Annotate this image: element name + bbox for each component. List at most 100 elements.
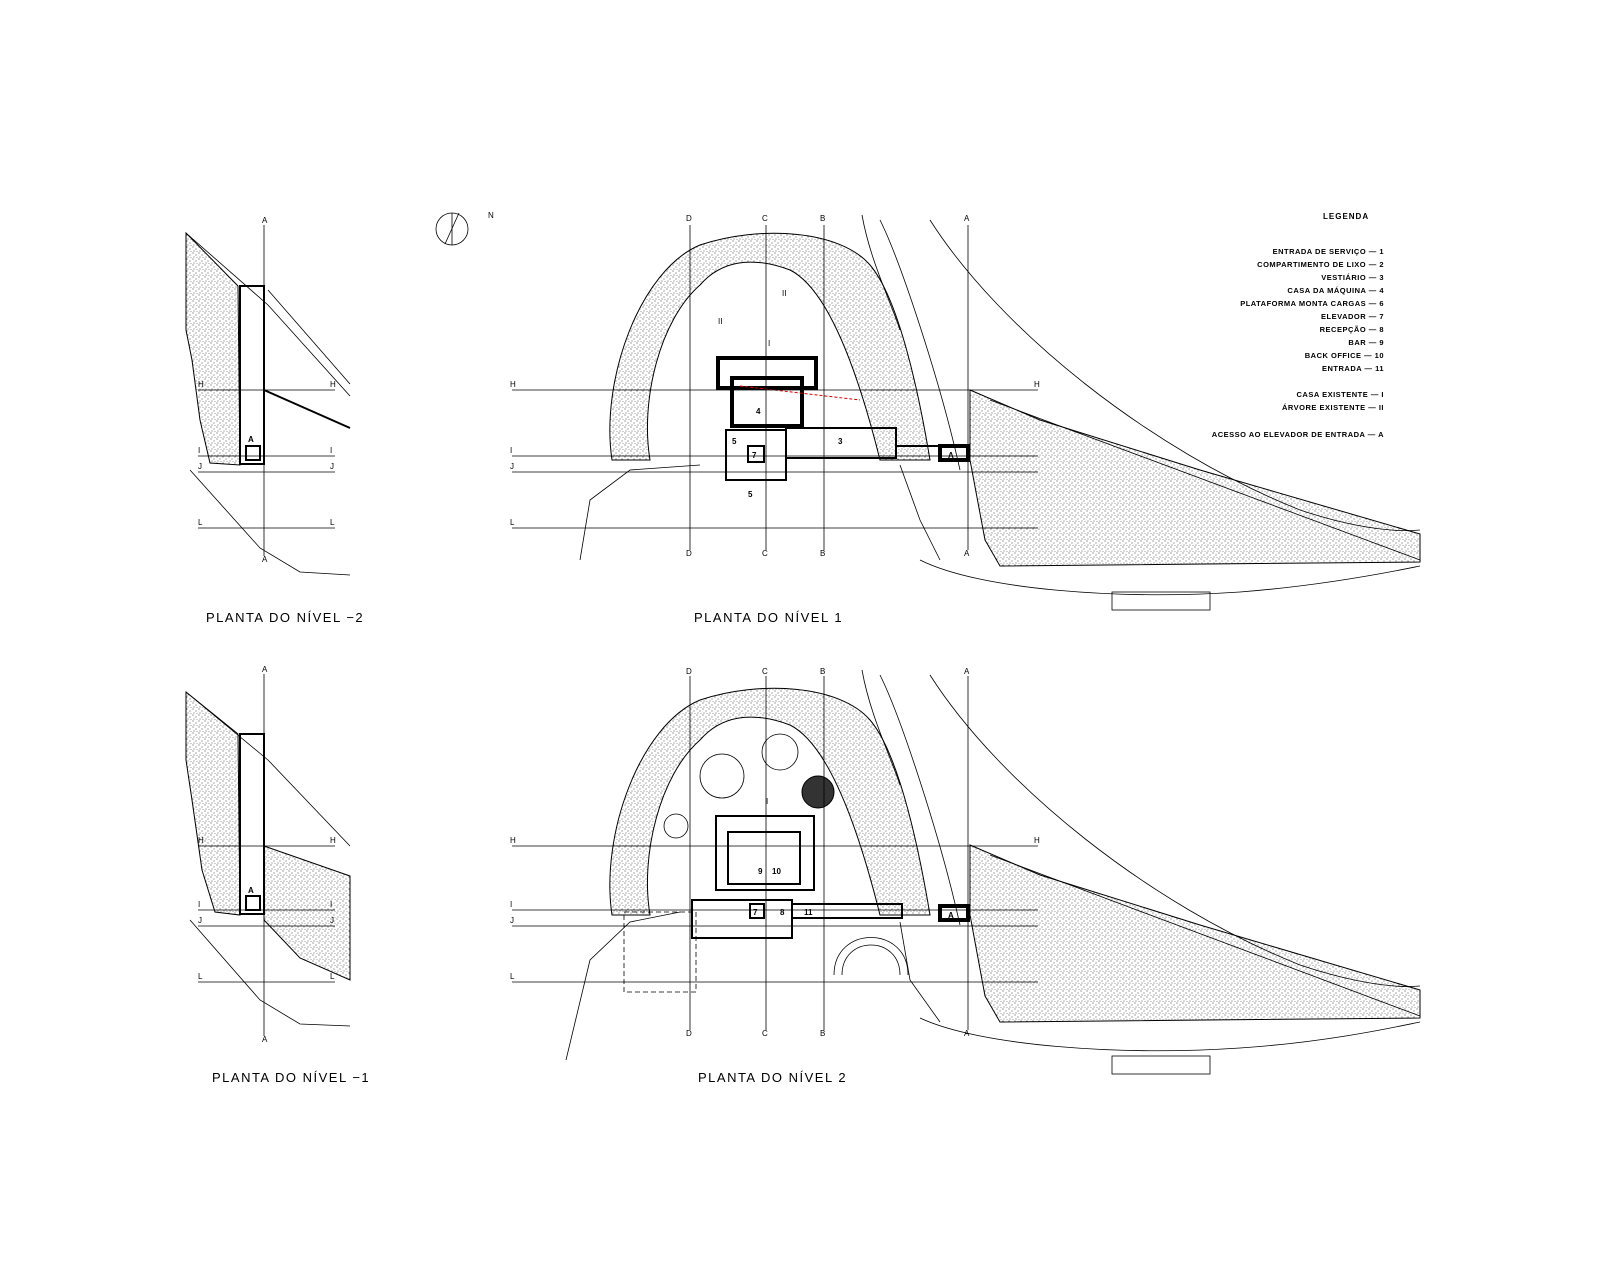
- north-label: N: [488, 211, 494, 220]
- svg-text:D: D: [686, 667, 692, 676]
- svg-text:C: C: [762, 667, 768, 676]
- legend-item: ENTRADA DE SERVIÇO — 1: [1273, 247, 1384, 256]
- terrain-wedge-hatch: [263, 845, 351, 981]
- plan-level-1: 4 5 7 3 5 A I II II D C B A D C B A H I …: [510, 214, 1421, 625]
- legend-item: PLATAFORMA MONTA CARGAS — 6: [1240, 299, 1384, 308]
- svg-text:C: C: [762, 214, 768, 223]
- svg-text:7: 7: [752, 451, 757, 460]
- svg-text:A: A: [964, 1029, 970, 1038]
- elevator-car: [245, 895, 261, 911]
- svg-text:7: 7: [753, 908, 758, 917]
- svg-text:11: 11: [804, 908, 813, 917]
- svg-text:4: 4: [756, 407, 761, 416]
- svg-text:B: B: [820, 549, 825, 558]
- svg-text:I: I: [768, 339, 770, 348]
- svg-text:A: A: [948, 911, 954, 920]
- svg-text:5: 5: [748, 490, 753, 499]
- svg-text:9: 9: [758, 867, 763, 876]
- terrain-hatch: [185, 690, 241, 916]
- legend-item: ELEVADOR — 7: [1321, 312, 1384, 321]
- tree-icon: [699, 753, 745, 799]
- svg-text:A: A: [964, 549, 970, 558]
- svg-text:J: J: [330, 462, 334, 471]
- svg-text:B: B: [820, 667, 825, 676]
- terrain-hatch: [185, 231, 241, 466]
- plan-title: PLANTA DO NÍVEL −1: [212, 1070, 370, 1085]
- plan-title: PLANTA DO NÍVEL −2: [206, 610, 364, 625]
- svg-text:A: A: [948, 451, 954, 460]
- legend-items: ENTRADA DE SERVIÇO — 1 COMPARTIMENTO DE L…: [1212, 247, 1384, 439]
- svg-text:H: H: [330, 836, 336, 845]
- svg-text:D: D: [686, 549, 692, 558]
- svg-text:I: I: [510, 900, 512, 909]
- plan-level-2: 9 10 7 8 11 A I D C B A D C B A H I J L …: [510, 667, 1421, 1085]
- svg-text:J: J: [198, 462, 202, 471]
- svg-text:A: A: [964, 214, 970, 223]
- svg-text:L: L: [330, 518, 335, 527]
- svg-text:C: C: [762, 1029, 768, 1038]
- bar-room: [727, 831, 801, 885]
- svg-text:B: B: [820, 214, 825, 223]
- svg-text:5: 5: [732, 437, 737, 446]
- legend-item: CASA EXISTENTE — I: [1297, 390, 1384, 399]
- svg-text:I: I: [766, 797, 768, 806]
- svg-text:8: 8: [780, 908, 785, 917]
- elevator-access: [938, 444, 970, 462]
- terrain-wedge-hatch: [969, 389, 1421, 567]
- svg-text:C: C: [762, 549, 768, 558]
- svg-text:B: B: [820, 1029, 825, 1038]
- plan-level-minus2: A A A H I J L H I J L PLANTA DO NÍVEL −2: [185, 216, 364, 625]
- legend-item: RECEPÇÃO — 8: [1320, 325, 1384, 334]
- svg-text:H: H: [1034, 836, 1040, 845]
- svg-text:H: H: [1034, 380, 1040, 389]
- svg-text:I: I: [330, 900, 332, 909]
- svg-text:J: J: [510, 462, 514, 471]
- svg-text:II: II: [782, 289, 786, 298]
- svg-text:I: I: [198, 900, 200, 909]
- svg-text:L: L: [510, 972, 515, 981]
- elevator-car: [245, 445, 261, 461]
- north-arrow: N: [435, 211, 494, 246]
- svg-text:J: J: [330, 916, 334, 925]
- svg-text:I: I: [510, 446, 512, 455]
- entrance-bridge: [791, 903, 903, 919]
- svg-text:L: L: [198, 518, 203, 527]
- tree-icon: [761, 733, 799, 771]
- svg-text:H: H: [330, 380, 336, 389]
- legend-item: ENTRADA — 11: [1322, 364, 1384, 373]
- legend-item: CASA DA MÁQUINA — 4: [1287, 286, 1384, 295]
- elevator-access-label: A: [248, 435, 254, 444]
- building-lower-block: [691, 899, 793, 939]
- svg-text:J: J: [510, 916, 514, 925]
- plan-title: PLANTA DO NÍVEL 1: [694, 610, 843, 625]
- svg-text:3: 3: [838, 437, 843, 446]
- legend-item: BACK OFFICE — 10: [1305, 351, 1384, 360]
- svg-text:II: II: [718, 317, 722, 326]
- elevator-access-label: A: [248, 886, 254, 895]
- legend-item: COMPARTIMENTO DE LIXO — 2: [1257, 260, 1384, 269]
- svg-text:H: H: [510, 836, 516, 845]
- terrain-arch-hatch: [609, 687, 931, 916]
- service-wing: [785, 427, 897, 459]
- svg-text:H: H: [510, 380, 516, 389]
- legend-item: ACESSO AO ELEVADOR DE ENTRADA — A: [1212, 430, 1384, 439]
- terrain-wedge-hatch: [969, 844, 1421, 1023]
- plan-level-minus1: A A A H I J L H I J L PLANTA DO NÍVEL −1: [185, 665, 370, 1085]
- svg-text:A: A: [262, 665, 268, 674]
- svg-text:10: 10: [772, 867, 781, 876]
- svg-text:A: A: [262, 216, 268, 225]
- elevator-core: [749, 903, 765, 919]
- building-upper-block: [716, 356, 818, 390]
- legend-item: VESTIÁRIO — 3: [1321, 273, 1384, 282]
- terrace-outline: [623, 911, 697, 993]
- svg-text:D: D: [686, 1029, 692, 1038]
- svg-text:I: I: [198, 446, 200, 455]
- elevator-access: [938, 904, 970, 922]
- elevator-core: [747, 445, 765, 463]
- svg-text:I: I: [330, 446, 332, 455]
- plan-title: PLANTA DO NÍVEL 2: [698, 1070, 847, 1085]
- svg-text:H: H: [198, 380, 204, 389]
- building-upper-block: [715, 815, 815, 891]
- svg-text:A: A: [262, 555, 268, 564]
